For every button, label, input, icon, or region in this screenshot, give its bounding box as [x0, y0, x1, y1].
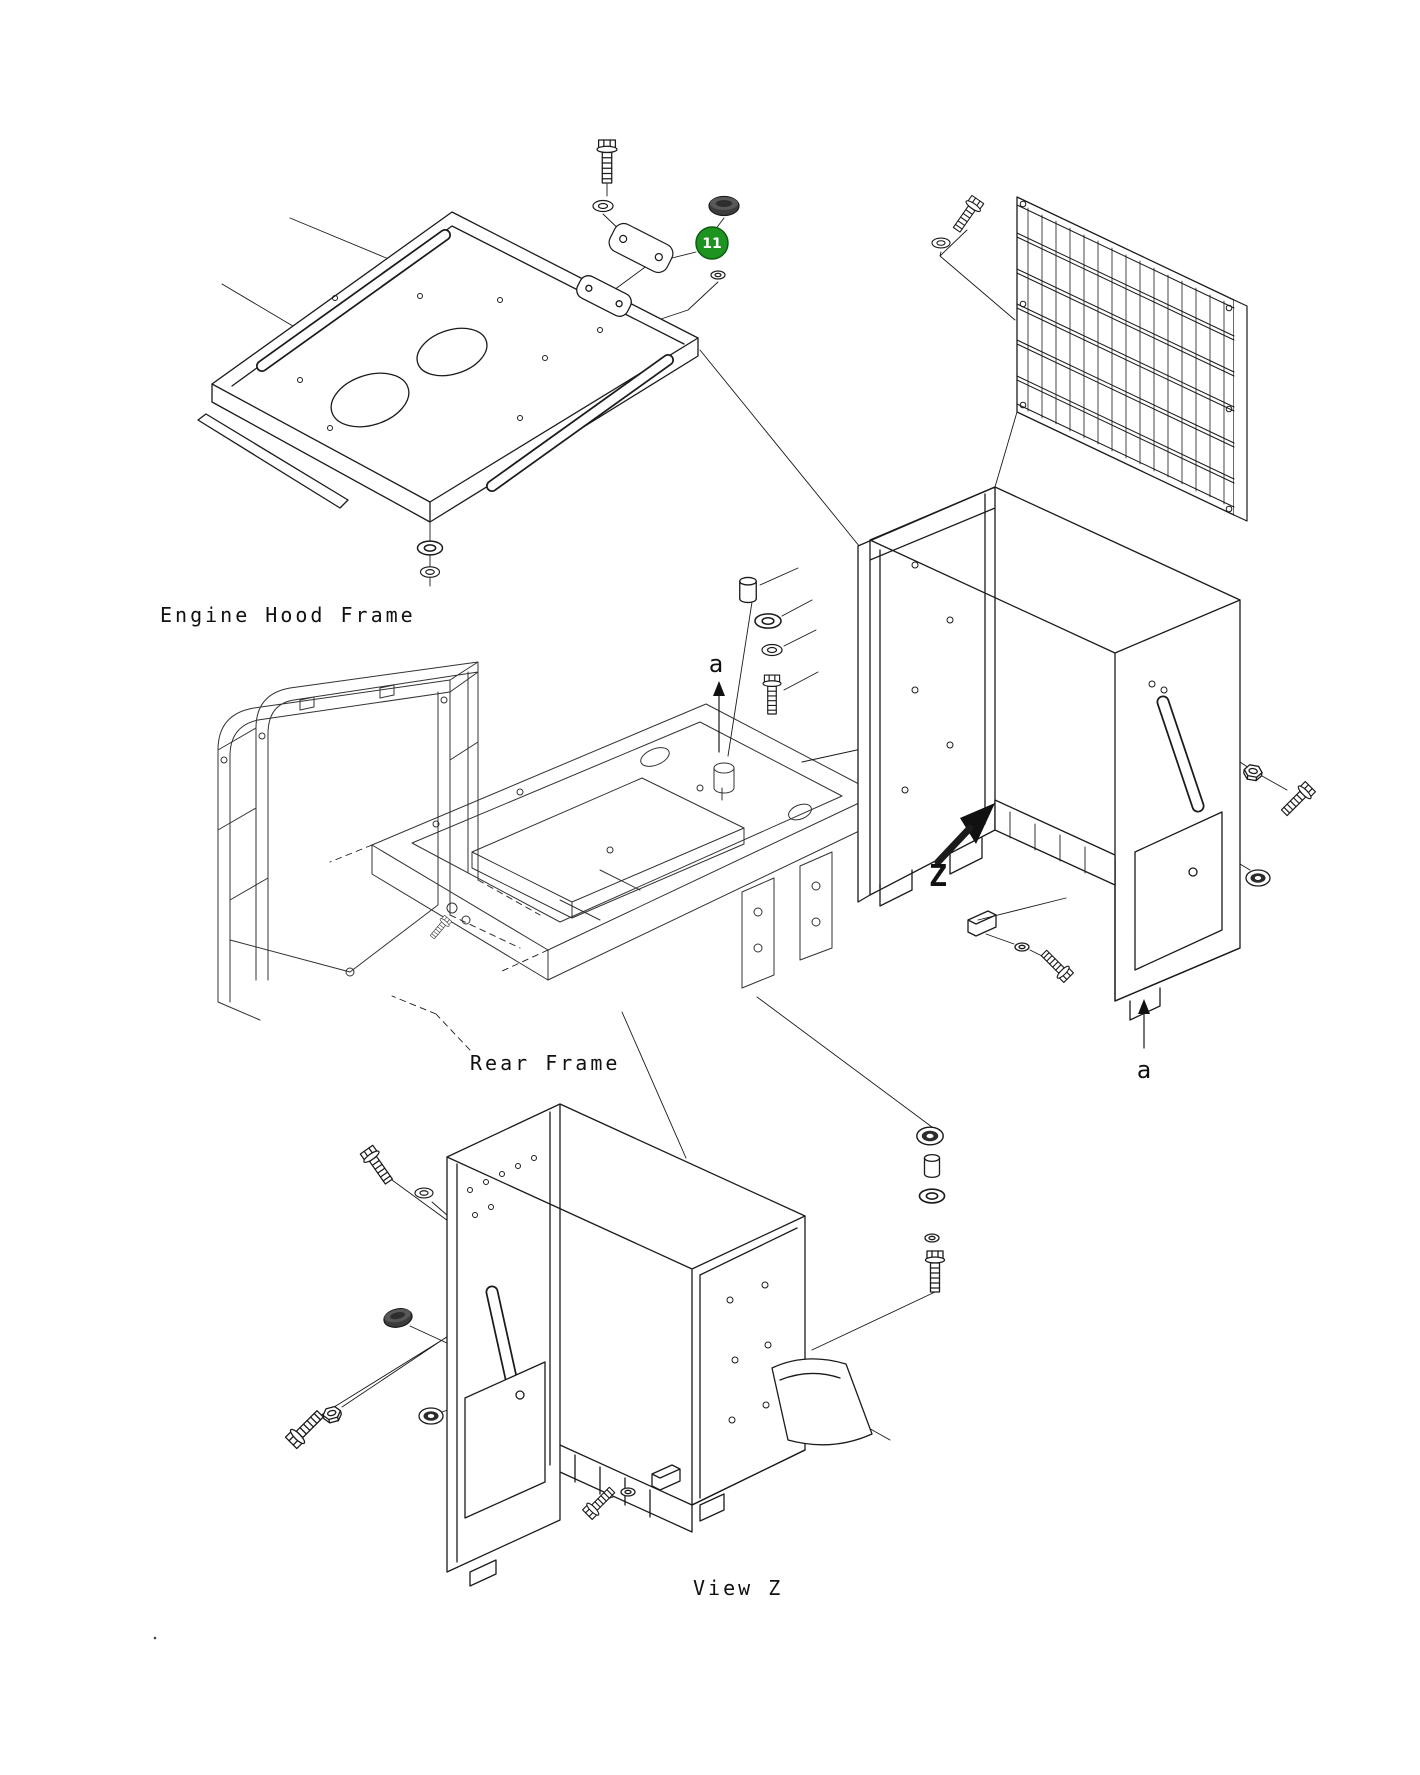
leader-lines-dashed [329, 844, 549, 1051]
hood-bolt-holes [282, 293, 603, 431]
access-door [1134, 811, 1223, 971]
washer [918, 1188, 946, 1204]
small-cover-plate [608, 222, 674, 274]
washer [592, 199, 614, 213]
cover-sill-hatch [1009, 811, 1086, 874]
rear-frame-hole [696, 784, 704, 792]
hood-handle [256, 229, 451, 372]
washer [924, 1233, 940, 1243]
hood-frame-joint [258, 732, 266, 740]
rear-frame-hole [606, 846, 614, 854]
section-arrow-a-top [713, 681, 725, 753]
z-arrow-tail [934, 824, 974, 866]
view-z-indicator [934, 803, 995, 866]
callout-number: 11 [702, 236, 721, 252]
grille-screws [1019, 200, 1233, 513]
label-rear-frame: Rear Frame [470, 1051, 620, 1075]
hood-hole [330, 372, 410, 428]
callout-balloon[interactable] [695, 226, 729, 260]
label-section-a-top: a [709, 650, 723, 678]
grommet [1245, 869, 1271, 887]
radiator-grille [931, 194, 1248, 522]
hood-frame-joint [440, 696, 448, 704]
rear-frame-hole [432, 820, 440, 828]
door-knob [1188, 867, 1198, 877]
engine-hood-panel [197, 211, 699, 523]
tower-hole [811, 917, 821, 927]
washer [710, 270, 726, 280]
cap-plug [708, 195, 740, 217]
latch-bracket [651, 1464, 681, 1491]
panel-knob [515, 1390, 525, 1400]
hood-plate-mount [576, 275, 632, 317]
washer [931, 237, 951, 249]
washer [419, 566, 441, 578]
part-callout-11[interactable]: 11 [695, 226, 729, 260]
print-dot [153, 1636, 157, 1640]
hood-hole [416, 327, 488, 377]
cover-edges [869, 486, 1241, 1002]
hood-frame-joint [220, 756, 228, 764]
washer [761, 643, 783, 657]
tower-hole [811, 881, 821, 891]
grommet [916, 1126, 944, 1146]
label-view-z: View Z [693, 1576, 783, 1600]
rear-frame-towers [559, 851, 833, 989]
rear-frame-cutout [471, 777, 745, 919]
hood-seal-strip [197, 413, 349, 509]
z-arrowhead [960, 803, 995, 844]
washer [620, 1487, 636, 1497]
hood-frame-joint [345, 967, 355, 977]
hood-fastener-cluster [416, 139, 740, 578]
grommet [418, 1407, 444, 1425]
grille-flange [1233, 299, 1248, 522]
rear-frame-hole [516, 788, 524, 796]
mud-flap [771, 1358, 873, 1446]
latch-bracket [967, 910, 997, 937]
mount-boss [713, 762, 735, 794]
frame-hardware [446, 902, 458, 914]
tower-hole [753, 943, 763, 953]
cover-handle [1156, 695, 1205, 813]
engine-hood-frame-wireframe [217, 661, 541, 1021]
washer [754, 613, 782, 629]
label-z-arrow: Z [929, 859, 947, 894]
access-panel [464, 1361, 546, 1519]
rear-frame-hole [640, 747, 670, 767]
left-side-cover-view-z [283, 1103, 946, 1587]
hood-handle [486, 354, 674, 492]
label-section-a-bottom: a [1137, 1056, 1151, 1084]
tower-hole [753, 907, 763, 917]
cover-sill [559, 1444, 693, 1518]
cover-feet [469, 1493, 725, 1587]
grille-bars [1016, 204, 1235, 508]
cover-panel-bolts [901, 561, 1168, 794]
washer [416, 540, 444, 556]
right-side-cover [857, 486, 1317, 1021]
rear-frame-hole [788, 803, 812, 821]
washer [1014, 942, 1030, 952]
cover-edges [446, 1103, 806, 1563]
washer [414, 1187, 434, 1199]
cover-bolt-holes [467, 1155, 772, 1424]
frame-hardware [461, 915, 471, 925]
label-engine-hood-frame: Engine Hood Frame [160, 603, 416, 627]
hood-frame-tubes [217, 661, 479, 1021]
section-arrow-a-bottom [1138, 999, 1150, 1049]
